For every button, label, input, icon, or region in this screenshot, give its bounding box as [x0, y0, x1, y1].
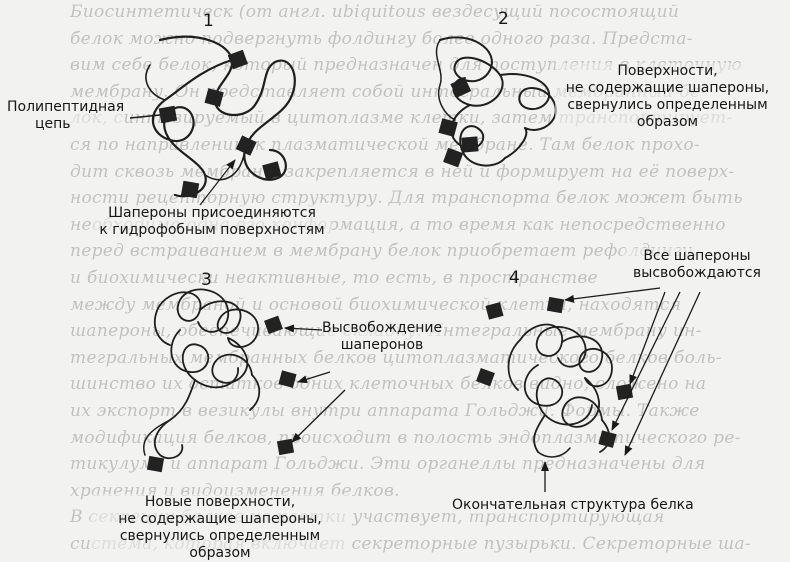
chaperone-icon [262, 161, 282, 180]
background-text-line: Биосинтетическ (от англ. ubiquitous везд… [70, 2, 680, 22]
panel-number-1: 1 [203, 11, 214, 31]
background-text-line: ности рецепторную структуру. Для транспо… [70, 188, 743, 209]
panel-2-partially-folded [435, 36, 557, 167]
label-polypeptide-chain: Полипептидная цепь [7, 99, 125, 133]
chaperone-icon [476, 368, 495, 387]
panel-3-release-arrows [284, 324, 346, 443]
panel-1-polypeptide-chain [145, 35, 296, 198]
background-text-line: тегральных мембранных белков цитоплазмат… [70, 347, 722, 368]
background-text-line: белок можно подвергнуть фолдингу более о… [70, 28, 693, 49]
chaperone-icon [278, 370, 297, 388]
panel-number-2: 2 [498, 9, 509, 29]
panel-2-chaperones [438, 77, 479, 168]
chaperone-icon [461, 136, 479, 153]
chaperone-icon [485, 302, 504, 320]
chaperone-icon [450, 77, 472, 98]
background-text-line: модификация белков, происходит в полость… [70, 427, 741, 448]
chaperone-icon [264, 315, 283, 334]
label-chaperones-attach: Шапероны присоединяются к гидрофобным по… [92, 205, 332, 239]
panel-1-chaperones [158, 49, 282, 199]
label-chaperone-release: Высвобождение шаперонов [322, 320, 443, 354]
background-text-line: дит сквозь мембрану, закрепляется в ней … [70, 161, 735, 182]
label-new-surfaces-folded: Новые поверхности, не содержащие шаперон… [90, 494, 350, 562]
label-surfaces-folded-top: Поверхности, не содержащие шапероны, све… [555, 63, 780, 131]
background-text-line: и биохимически неактивные, то есть, в пр… [70, 268, 598, 288]
background-text-line: ся по направлению к плазматической мембр… [70, 135, 700, 155]
panel-number-4: 4 [509, 268, 520, 288]
panel-4-final-structure [507, 323, 613, 458]
chaperone-icon [546, 296, 565, 314]
chaperone-icon [598, 430, 617, 448]
panel-4-released-chaperones [476, 296, 634, 448]
chaperone-icon [158, 105, 178, 124]
label-all-chaperones-released: Все шапероны высвобождаются [622, 248, 772, 282]
panel-3-chaperones [146, 315, 297, 473]
polypeptide-pointer [129, 114, 161, 119]
chaperone-icon [227, 49, 248, 70]
chaperone-icon [438, 118, 458, 137]
panel-4-release-arrows [564, 287, 701, 456]
chaperone-icon [180, 180, 200, 199]
chaperone-icon [146, 455, 165, 473]
panel-number-3: 3 [201, 270, 212, 290]
label-final-protein-structure: Окончательная структура белка [452, 497, 694, 514]
chaperone-icon [276, 438, 295, 456]
chaperone-icon [235, 135, 257, 156]
panel-3-folded-loops [143, 288, 261, 460]
attach-pointer [199, 159, 236, 206]
chaperone-icon [204, 88, 224, 107]
chaperone-icon [443, 147, 464, 168]
background-text-line: перед встраиванием в мембрану белок прио… [70, 241, 698, 262]
